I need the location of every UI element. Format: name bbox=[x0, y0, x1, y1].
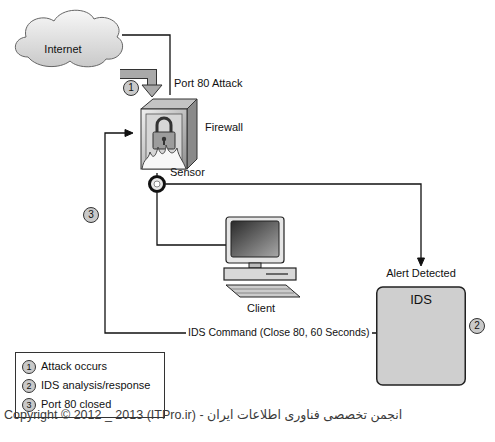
client-node: Client bbox=[222, 215, 302, 300]
firewall-icon bbox=[133, 95, 201, 173]
attack-arrow bbox=[120, 74, 162, 97]
legend-text: IDS analysis/response bbox=[41, 379, 150, 392]
ids-node: Alert DetectedIDS bbox=[376, 266, 466, 386]
wire-line bbox=[157, 193, 226, 245]
sensor-symbol bbox=[148, 175, 166, 193]
cloud-node: Internet bbox=[8, 5, 126, 71]
arrow-head bbox=[142, 85, 162, 97]
node-heading: Alert Detected bbox=[366, 267, 476, 280]
legend-text: Port 80 closed bbox=[41, 398, 111, 411]
callout-number: 1 bbox=[123, 80, 139, 96]
connector-line bbox=[157, 193, 226, 245]
wire-line bbox=[166, 184, 421, 258]
legend-text: Attack occurs bbox=[41, 360, 107, 373]
ids-box-shape bbox=[376, 266, 466, 386]
watermark: Copyright © 2012 _ 2013 (ITPro.ir) - انج… bbox=[4, 408, 402, 423]
arrow-head bbox=[125, 130, 133, 137]
arrow-head bbox=[418, 258, 425, 266]
node-label: IDS bbox=[376, 292, 466, 308]
sensor-node: Sensor bbox=[148, 175, 166, 193]
node-label: Client bbox=[236, 302, 286, 315]
node-label: Firewall bbox=[205, 121, 265, 134]
node-label: Sensor bbox=[170, 166, 220, 179]
callout-number: 1 bbox=[22, 360, 36, 374]
callout-number: 2 bbox=[22, 379, 36, 393]
cloud-shape bbox=[8, 5, 126, 71]
callout-number: 3 bbox=[83, 207, 99, 223]
wire-line bbox=[156, 173, 157, 175]
edge-label: Port 80 Attack bbox=[172, 77, 244, 90]
computer-icon bbox=[222, 215, 302, 300]
callout-number: 2 bbox=[469, 318, 485, 334]
edge-label: IDS Command (Close 80, 60 Seconds) bbox=[186, 326, 372, 339]
connector-line bbox=[105, 130, 376, 334]
firewall-node: Firewall bbox=[133, 95, 201, 173]
wire-line bbox=[105, 133, 376, 333]
connector-line bbox=[157, 173, 158, 175]
connector-line bbox=[166, 184, 425, 266]
node-label: Internet bbox=[28, 43, 98, 56]
